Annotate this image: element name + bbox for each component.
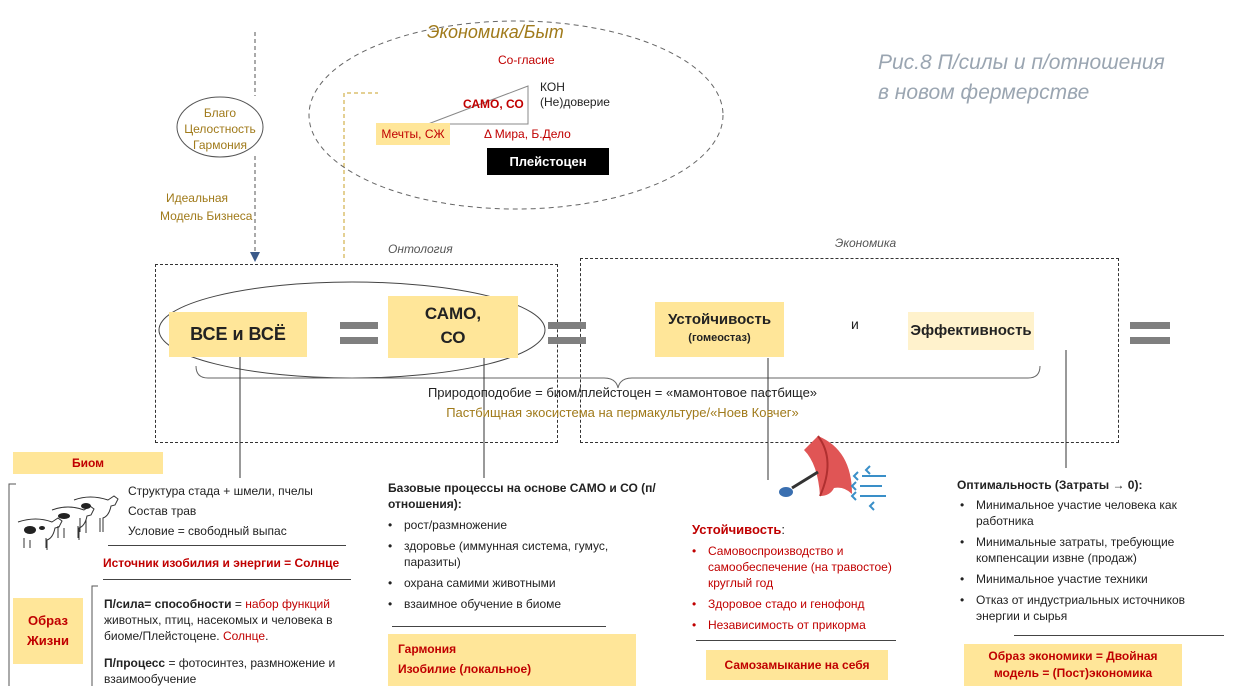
economy-model-line2: модель = (Пост)экономика — [993, 666, 1153, 680]
equals-bar — [340, 322, 378, 329]
list-item: рост/размножение — [386, 517, 654, 533]
pleistocene-box: Плейстоцен — [487, 148, 609, 175]
delta-label: Δ Мира, Б.Дело — [484, 127, 571, 141]
list-item: взаимное обучение в биоме — [386, 596, 654, 612]
list-item: Отказ от индустриальных источников энерг… — [958, 592, 1220, 624]
consent-label: Со-гласие — [498, 53, 555, 67]
equals-bar — [1130, 337, 1170, 344]
optimality-list: Минимальное участие человека как работни… — [958, 497, 1220, 629]
stability-list: Самовоспроизводство и самообеспечение (н… — [690, 543, 930, 638]
abundance-label: Изобилие (локальное) — [398, 662, 532, 676]
stability-heading-colon: : — [781, 522, 785, 537]
economy-model-line1: Образ экономики = Двойная — [988, 649, 1158, 663]
and-label: и — [851, 316, 859, 332]
biome-item-condition: Условие = свободный выпас — [128, 524, 287, 538]
figure-title-line2: в новом фермерстве — [878, 81, 1090, 104]
lifestyle-line1: Образ — [28, 613, 68, 628]
trust-label: (Не)доверие — [540, 95, 610, 109]
pasture-ecosystem-line: Пастбищная экосистема на пермакультуре/«… — [446, 405, 799, 420]
lifestyle-label: Образ Жизни — [13, 598, 83, 664]
cows-illustration — [17, 495, 119, 550]
equals-bar — [340, 337, 378, 344]
samo-co-line1: САМО, — [424, 304, 482, 323]
biome-list: Структура стада + шмели, пчелы Состав тр… — [128, 481, 313, 541]
good-circle-line2: Целостность — [184, 122, 256, 136]
ideal-business-model: Идеальная Модель Бизнеса — [160, 189, 252, 225]
stability-subtitle: (гомеостаз) — [688, 332, 751, 344]
forces-red: набор функций — [245, 597, 330, 611]
self-closure-box: Самозамыкание на себя — [706, 650, 888, 680]
divider — [696, 640, 896, 641]
forces-eq: = — [231, 597, 246, 611]
efficiency-box: Эффективность — [908, 312, 1034, 350]
samo-co-line2: СО — [440, 328, 466, 347]
ontology-frame — [155, 264, 558, 443]
umbrella-icon — [779, 435, 886, 511]
kon-label: КОН — [540, 80, 565, 94]
list-item: Самовоспроизводство и самообеспечение (н… — [690, 543, 930, 591]
stability-panel-heading: Устойчивость: — [692, 522, 785, 537]
optimality-heading: Оптимальность (Затраты → 0): — [957, 478, 1143, 492]
list-item: здоровье (иммунная система, гумус, параз… — [386, 538, 654, 570]
base-processes-list: рост/размножение здоровье (иммунная сист… — [386, 517, 654, 617]
good-circle-line3: Гармония — [193, 138, 247, 152]
divider — [103, 579, 351, 580]
forces-prefix: П/сила= способности — [104, 597, 232, 611]
ontology-label: Онтология — [388, 242, 453, 256]
economy-model-box: Образ экономики = Двойная модель = (Пост… — [964, 644, 1182, 686]
list-item: Минимальные затраты, требующие компенсац… — [958, 534, 1220, 566]
equals-bar — [548, 322, 586, 329]
good-circle: Благо Целостность Гармония — [181, 105, 259, 153]
list-item: Минимальное участие техники — [958, 571, 1220, 587]
ideal-model-line2: Модель Бизнеса — [160, 209, 253, 223]
productive-forces-text: П/сила= способности = набор функций живо… — [104, 596, 368, 644]
productive-process-text: П/процесс = фотосинтез, размножение и вз… — [104, 655, 368, 687]
stability-title: Устойчивость — [667, 311, 772, 328]
forces-rest: животных, птиц, насекомых и человека в б… — [104, 613, 333, 643]
good-circle-line1: Благо — [203, 106, 237, 120]
figure-title: Рис.8 П/силы и п/отношения в новом ферме… — [878, 48, 1165, 108]
ideal-model-line1: Идеальная — [166, 191, 229, 205]
harmony-label: Гармония — [398, 642, 457, 656]
divider — [108, 545, 346, 546]
stability-box: Устойчивость (гомеостаз) — [655, 302, 784, 357]
forces-sun: Солнце — [222, 629, 266, 643]
dreams-box: Мечты, СЖ — [376, 123, 450, 145]
figure-title-line1: Рис.8 П/силы и п/отношения — [878, 51, 1165, 74]
samo-co-label: САМО, СО — [463, 97, 524, 111]
economics-frame — [580, 258, 1119, 443]
all-and-everything-box: ВСЕ и ВСЁ — [169, 312, 307, 357]
base-processes-heading: Базовые процессы на основе САМО и СО (п/… — [388, 481, 656, 511]
biome-item-herd: Структура стада + шмели, пчелы — [128, 484, 313, 498]
process-rest: = фотосинтез, размножение и взаимообучен… — [104, 656, 336, 686]
list-item: Здоровое стадо и генофонд — [690, 596, 930, 612]
divider — [392, 626, 606, 627]
abundance-source: Источник изобилия и энергии = Солнце — [103, 556, 340, 570]
forces-end: . — [265, 629, 269, 643]
equals-bar — [548, 337, 586, 344]
harmony-box: Гармония Изобилие (локальное) — [388, 634, 636, 686]
economics-life-header: Экономика/Быт — [427, 22, 564, 42]
biome-item-grass: Состав трав — [128, 504, 197, 518]
list-item: Минимальное участие человека как работни… — [958, 497, 1220, 529]
list-item: охрана самими животными — [386, 575, 654, 591]
stability-heading-text: Устойчивость — [692, 522, 782, 537]
list-item: Независимость от прикорма — [690, 617, 930, 633]
equals-bar — [1130, 322, 1170, 329]
biome-label: Биом — [13, 452, 163, 474]
nature-likeness-line: Природоподобие = биом/плейстоцен = «мамо… — [427, 385, 818, 400]
process-prefix: П/процесс — [104, 656, 166, 670]
economics-label: Экономика — [835, 236, 897, 250]
lifestyle-line2: Жизни — [26, 633, 70, 648]
samo-co-box: САМО, СО — [388, 296, 518, 358]
divider — [1014, 635, 1224, 636]
